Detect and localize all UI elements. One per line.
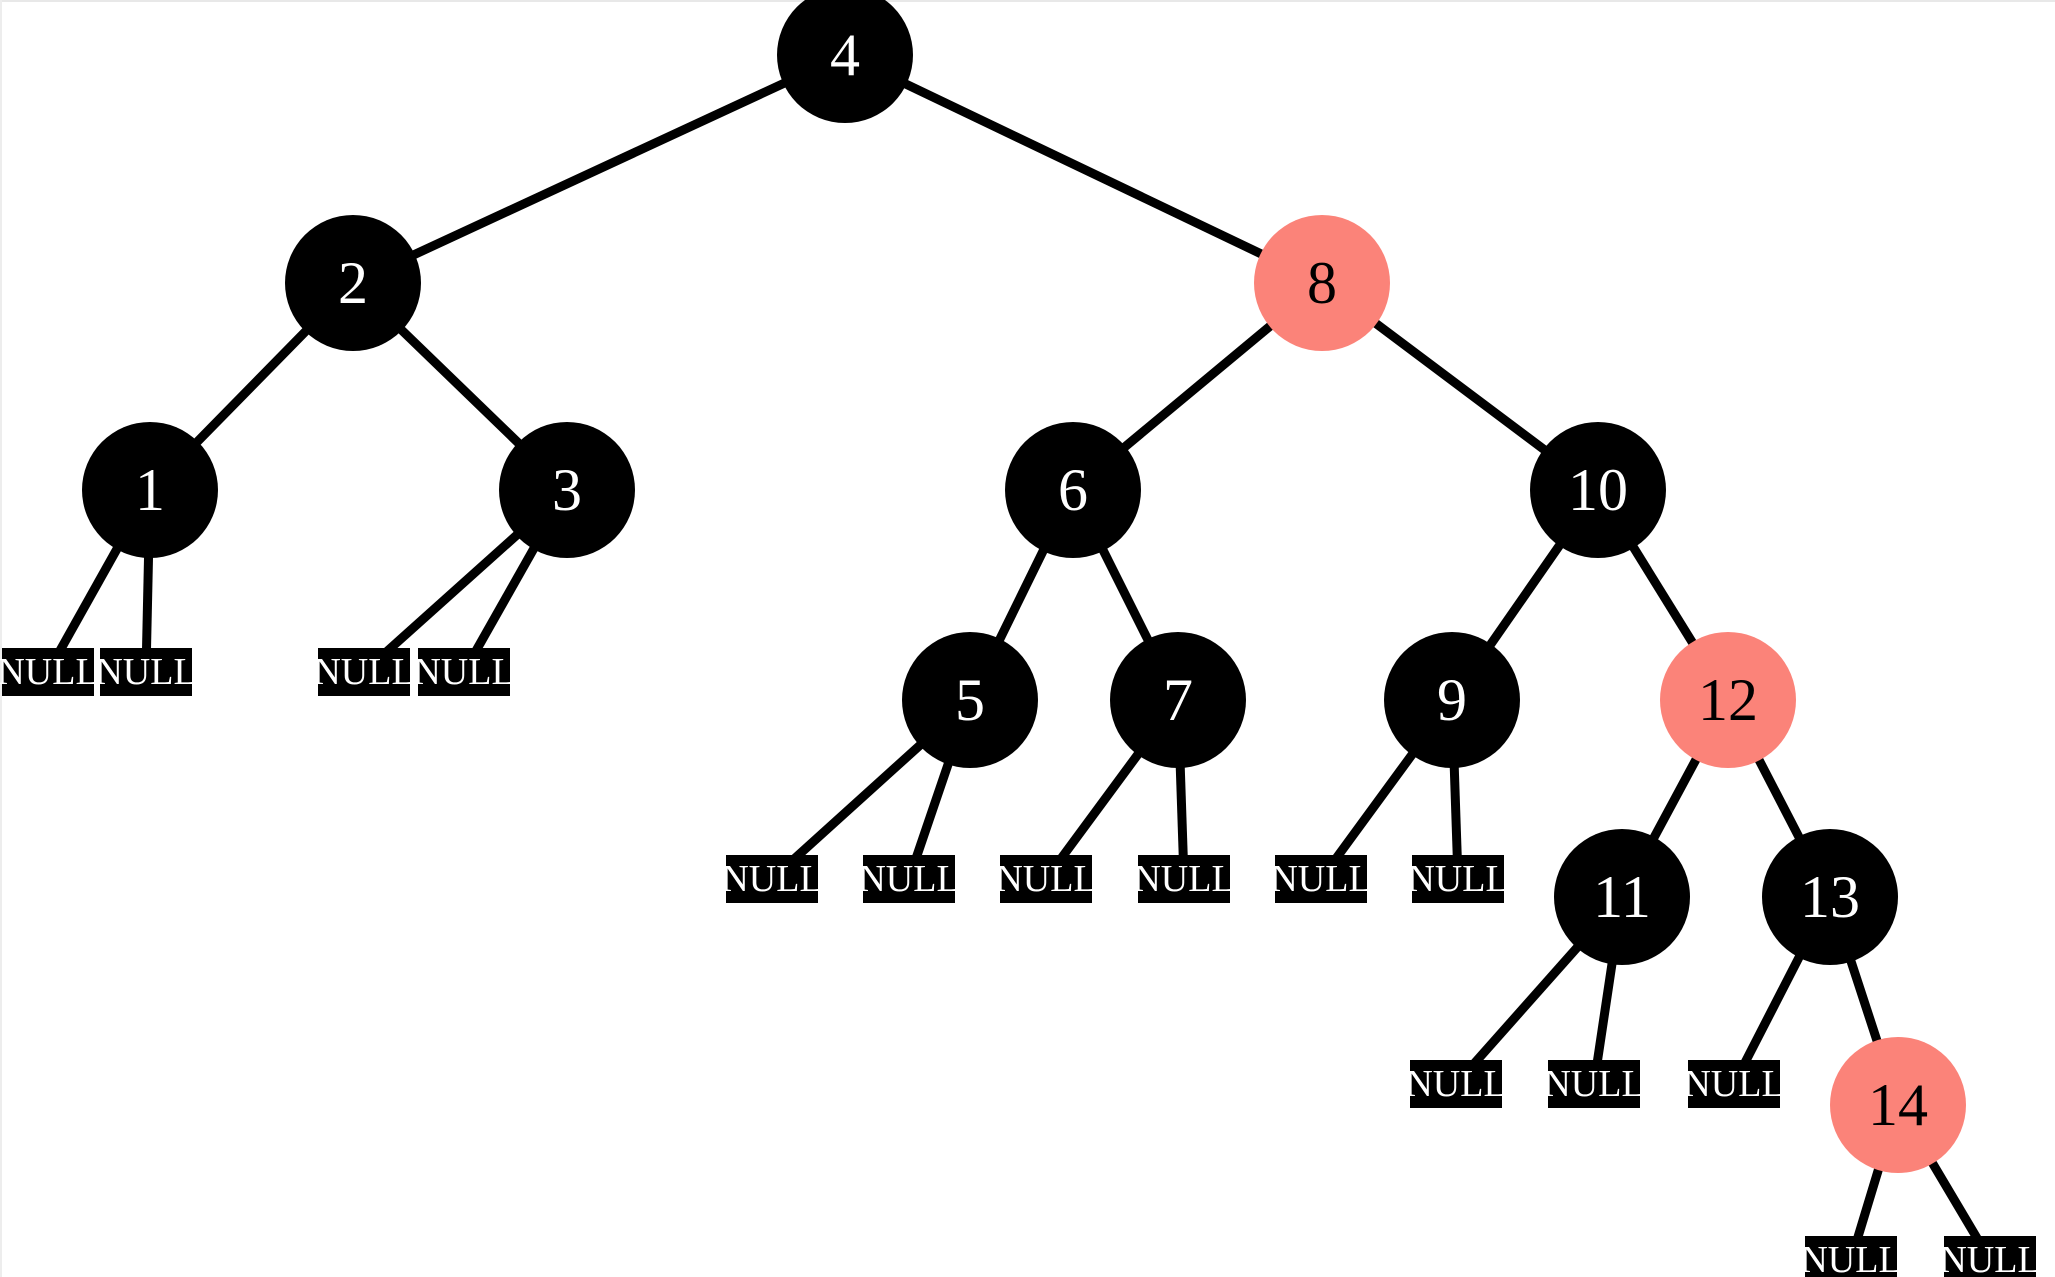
tree-node-12[interactable]: 12	[1660, 632, 1796, 768]
tree-node-label: 14	[1868, 1072, 1928, 1138]
tree-node-7[interactable]: 7	[1110, 632, 1246, 768]
tree-node-1[interactable]: 1	[82, 422, 218, 558]
null-leaf-label: NULL	[1683, 1063, 1785, 1105]
null-leaf-label: NULL	[1133, 858, 1235, 900]
left-divider	[0, 0, 2, 1277]
tree-node-5[interactable]: 5	[902, 632, 1038, 768]
null-leaf-label: NULL	[413, 651, 515, 693]
tree-node-9[interactable]: 9	[1384, 632, 1520, 768]
null-leaf-label: NULL	[1939, 1239, 2041, 1277]
tree-node-label: 6	[1058, 457, 1088, 523]
tree-node-label: 4	[830, 22, 860, 88]
tree-node-label: 9	[1437, 667, 1467, 733]
null-leaf-label: NULL	[858, 858, 960, 900]
tree-node-3[interactable]: 3	[499, 422, 635, 558]
tree-node-13[interactable]: 13	[1762, 829, 1898, 965]
null-leaf: NULL	[1543, 1060, 1645, 1108]
null-leaf: NULL	[313, 648, 415, 696]
tree-node-label: 2	[338, 250, 368, 316]
top-divider	[0, 0, 2055, 2]
tree-node-label: 13	[1800, 864, 1860, 930]
tree-node-label: 11	[1593, 864, 1651, 930]
null-leaf: NULL	[1270, 855, 1372, 903]
null-leaf: NULL	[1939, 1236, 2041, 1277]
null-leaf-label: NULL	[95, 651, 197, 693]
null-leaf: NULL	[1683, 1060, 1785, 1108]
tree-node-label: 5	[955, 667, 985, 733]
tree-node-label: 10	[1568, 457, 1628, 523]
null-leaf-label: NULL	[1800, 1239, 1902, 1277]
null-leaf: NULL	[995, 855, 1097, 903]
null-leaf: NULL	[1800, 1236, 1902, 1277]
null-leaf-label: NULL	[0, 651, 99, 693]
tree-node-label: 3	[552, 457, 582, 523]
null-leaf-label: NULL	[995, 858, 1097, 900]
null-leaf-label: NULL	[1405, 1063, 1507, 1105]
null-leaf: NULL	[1407, 855, 1509, 903]
tree-node-11[interactable]: 11	[1554, 829, 1690, 965]
null-leaf: NULL	[1405, 1060, 1507, 1108]
null-leaf-label: NULL	[313, 651, 415, 693]
tree-node-2[interactable]: 2	[285, 215, 421, 351]
null-leaf: NULL	[1133, 855, 1235, 903]
null-leaf-label: NULL	[1270, 858, 1372, 900]
null-leaf-label: NULL	[1543, 1063, 1645, 1105]
tree-node-label: 7	[1163, 667, 1193, 733]
null-leaf-label: NULL	[1407, 858, 1509, 900]
tree-node-label: 12	[1698, 667, 1758, 733]
null-leaf: NULL	[0, 648, 99, 696]
null-leaf: NULL	[721, 855, 823, 903]
tree-node-14[interactable]: 14	[1830, 1037, 1966, 1173]
tree-node-4[interactable]: 4	[777, 0, 913, 123]
null-leaf: NULL	[413, 648, 515, 696]
tree-node-label: 8	[1307, 250, 1337, 316]
tree-node-label: 1	[135, 457, 165, 523]
null-leaf: NULL	[95, 648, 197, 696]
null-leaf: NULL	[858, 855, 960, 903]
null-leaf-label: NULL	[721, 858, 823, 900]
tree-node-10[interactable]: 10	[1530, 422, 1666, 558]
tree-node-6[interactable]: 6	[1005, 422, 1141, 558]
tree-node-8[interactable]: 8	[1254, 215, 1390, 351]
